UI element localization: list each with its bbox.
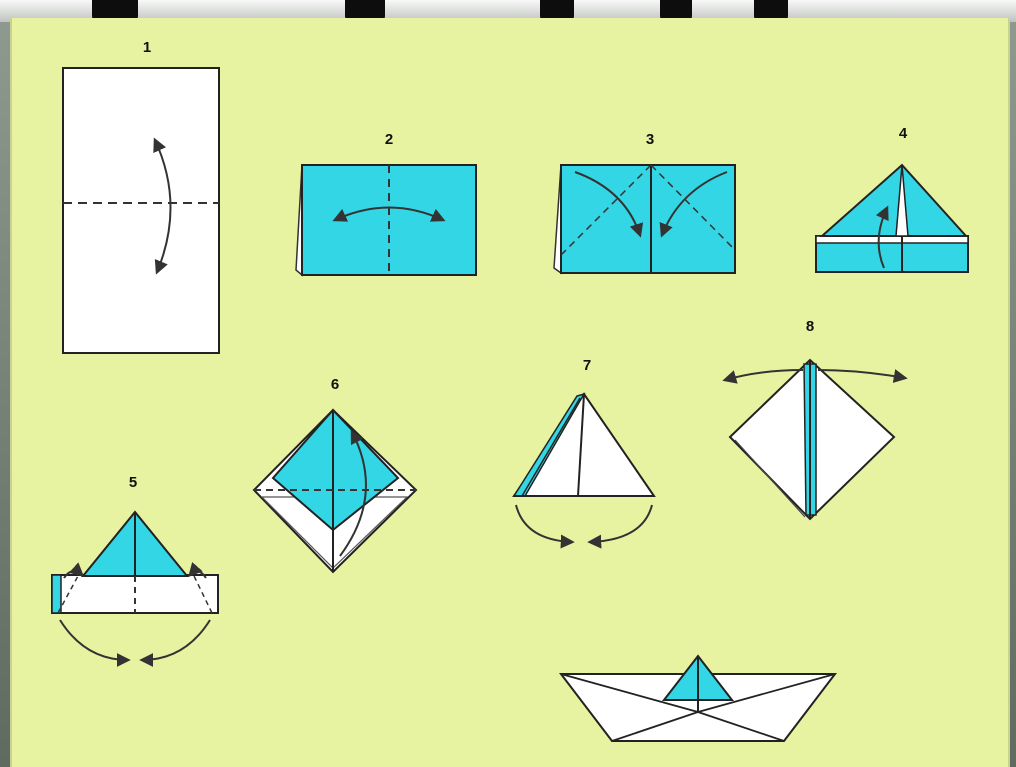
pull-arrow-icon — [722, 369, 804, 384]
step-number: 4 — [899, 125, 908, 142]
fold-arrow-icon — [153, 137, 172, 275]
fold-line — [650, 164, 736, 251]
cropped-headline — [0, 0, 1016, 22]
step-5-figure — [51, 510, 219, 667]
step-number: 8 — [806, 318, 814, 335]
fold-arrow-icon — [659, 171, 728, 238]
step-6-figure — [252, 408, 418, 574]
cropped-title-glyph — [92, 0, 138, 22]
fold-line — [560, 164, 652, 256]
step-8-figure — [722, 358, 908, 521]
step-4-figure — [815, 163, 969, 273]
fold-arrow-icon — [515, 504, 575, 549]
step-number: 2 — [385, 131, 393, 148]
fold-arrow-icon — [139, 619, 211, 667]
step-number: 7 — [583, 357, 591, 374]
step-2-figure — [295, 164, 477, 277]
fold-arrow-icon — [574, 171, 644, 238]
step-number: 5 — [129, 474, 137, 491]
step-number: 1 — [143, 39, 151, 56]
fold-arrow-icon — [332, 206, 446, 222]
fold-arrow-icon — [587, 504, 653, 549]
step-number: 6 — [331, 376, 339, 393]
cropped-title-glyph — [540, 0, 574, 22]
step-3-figure — [553, 164, 736, 275]
step-number: 3 — [646, 131, 654, 148]
cropped-title-glyph — [345, 0, 385, 22]
fold-arrow-icon — [59, 619, 131, 667]
pull-arrow-icon — [817, 369, 908, 383]
cropped-title-glyph — [660, 0, 692, 22]
paper-sheet — [62, 67, 220, 354]
step-1-figure — [62, 67, 220, 354]
final-boat-figure — [558, 654, 838, 742]
fold-arrow-icon — [339, 429, 367, 557]
fold-arrow-icon — [875, 205, 889, 269]
cropped-title-glyph — [754, 0, 788, 22]
step-7-figure — [512, 392, 656, 549]
